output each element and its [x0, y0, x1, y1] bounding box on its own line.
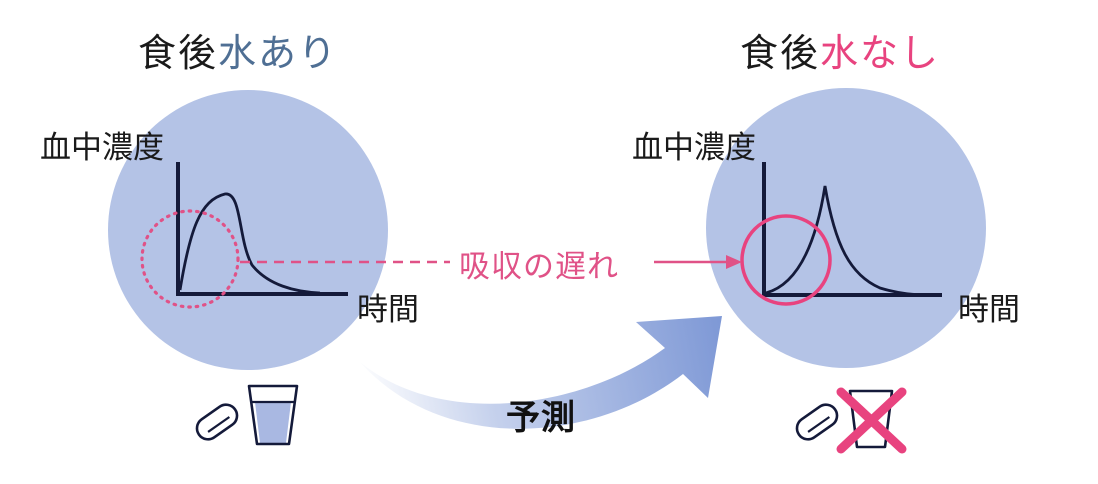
- left-title: 食後水あり: [138, 22, 338, 77]
- right-background-circle: [706, 88, 986, 368]
- right-title-prefix: 食後: [740, 31, 821, 75]
- left-title-highlight: 水あり: [218, 31, 339, 75]
- left-x-axis-label: 時間: [357, 292, 419, 328]
- prediction-label: 予測: [506, 398, 576, 438]
- left-y-axis-label: 血中濃度: [40, 130, 164, 166]
- left-background-circle: [108, 90, 388, 370]
- left-title-prefix: 食後: [138, 31, 219, 75]
- cross-mark-icon: [836, 387, 907, 454]
- absorption-delay-label: 吸収の遅れ: [459, 249, 619, 285]
- right-title-highlight: 水なし: [820, 31, 941, 75]
- right-title: 食後水なし: [740, 22, 940, 77]
- water-glass-icon: [247, 384, 299, 446]
- right-concentration-curve: [765, 185, 931, 297]
- delay-arrow-head: [726, 255, 742, 269]
- left-concentration-curve: [178, 192, 321, 295]
- left-dotted-highlight: [140, 209, 240, 309]
- right-y-axis-label: 血中濃度: [632, 130, 756, 166]
- right-pill-icon: [795, 403, 839, 441]
- empty-glass-icon: [848, 389, 894, 449]
- right-solid-highlight: [740, 214, 832, 306]
- left-pill-icon: [195, 403, 239, 441]
- right-x-axis-label: 時間: [958, 292, 1020, 328]
- prediction-arrow: [360, 316, 722, 429]
